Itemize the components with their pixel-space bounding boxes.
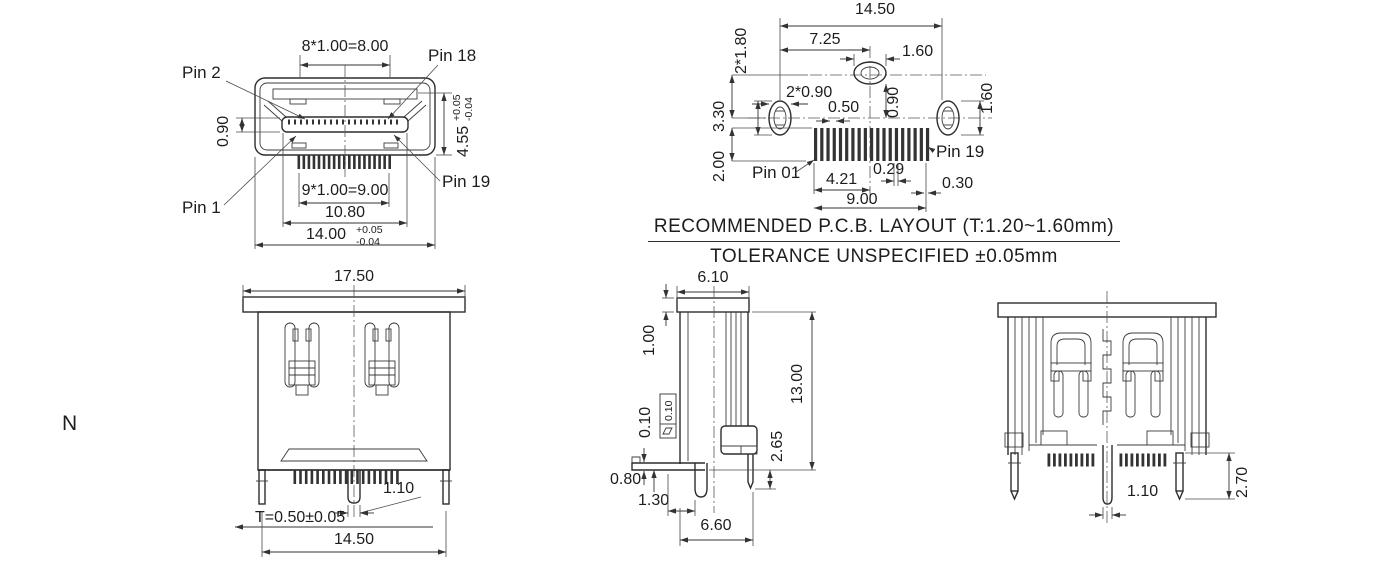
- pcb-pads: [748, 46, 992, 205]
- spring-clip-left: [284, 322, 320, 396]
- dim-pin-w: 1.10: [383, 480, 414, 497]
- leg-right: [1175, 452, 1184, 492]
- dim-end-pad: 0.30: [942, 175, 973, 192]
- leg-left: [1010, 452, 1019, 492]
- rear-body: [242, 285, 466, 517]
- label-pin1: Pin 1: [182, 198, 221, 217]
- dim-height-tol-dn: -0.04: [463, 97, 475, 121]
- foot: [631, 462, 705, 471]
- dim-height: 4.55: [455, 126, 472, 157]
- dim-width: 14.00: [306, 226, 346, 243]
- side-body: [631, 286, 758, 513]
- dim-pin-pitch: 9*1.00=9.00: [302, 182, 389, 199]
- dim-flange-t: 1.00: [641, 325, 658, 356]
- end-body: [997, 291, 1217, 523]
- label-pin19: Pin 19: [442, 172, 490, 191]
- dim-thickness: T=0.50±0.05: [255, 509, 345, 526]
- caption-block: RECOMMENDED P.C.B. LAYOUT (T:1.20~1.60mm…: [598, 216, 1170, 268]
- dim-tongue-offset: 0.90: [215, 116, 232, 147]
- label-pin01: Pin 01: [752, 163, 800, 182]
- dim-lip: 0.80: [610, 471, 641, 488]
- dim-pad-pitch: 0.50: [828, 99, 859, 116]
- dim-flange-w: 17.50: [334, 268, 374, 285]
- dim-left-span: 4.21: [826, 171, 857, 188]
- dim-leg-span: 14.50: [334, 531, 374, 548]
- label-pin2: Pin 2: [182, 63, 221, 82]
- dim-half: 7.25: [809, 31, 840, 48]
- dim-slot-h-right: 1.60: [979, 83, 996, 114]
- dim-slot-w-side: 2*0.90: [786, 84, 832, 101]
- spring-clip-right: [364, 322, 400, 396]
- end-dimensions: 1.10 2.70: [1089, 452, 1251, 519]
- mount-slot-left: [768, 100, 792, 136]
- dim-overall: 14.50: [855, 1, 895, 18]
- dim-height: 13.00: [789, 364, 806, 404]
- flatness-symbol: [662, 427, 673, 435]
- side-dimensions: 6.10 1.00 13.00 0.10 0.10 2.6: [610, 269, 816, 546]
- flatness-frame: 0.10: [659, 393, 677, 439]
- pcb-dimensions: 14.50 7.25 1.60 2*1.80 3.30 2*0.90 0.50: [711, 1, 996, 212]
- label-pin19-pcb: Pin 19: [936, 142, 984, 161]
- leg-left: [258, 469, 266, 505]
- dim-v-offset: 3.30: [711, 101, 728, 132]
- dim-slot-w-top: 1.60: [902, 43, 933, 60]
- dim-pin-span: 10.80: [325, 204, 365, 221]
- connector-shell: [254, 65, 436, 177]
- center-pin: [1102, 445, 1113, 505]
- mount-slot-right: [936, 100, 960, 136]
- pcb-layout-drawing: 14.50 7.25 1.60 2*1.80 3.30 2*0.90 0.50: [711, 1, 996, 212]
- dim-width-tol-dn: -0.04: [356, 236, 380, 248]
- front-view-drawing: 8*1.00=8.00 Pin 2 Pin 18 Pin 1 Pin 19 0.…: [182, 38, 490, 249]
- dim-pin-w: 1.10: [1127, 483, 1158, 500]
- caption-line1: RECOMMENDED P.C.B. LAYOUT (T:1.20~1.60mm…: [647, 216, 1121, 242]
- round-leg: [694, 463, 708, 498]
- center-seam: [1102, 329, 1112, 425]
- dim-step: 2.65: [769, 431, 786, 462]
- label-pin18: Pin 18: [428, 46, 476, 65]
- dim-foot: 1.30: [638, 492, 669, 509]
- dim-depth: 6.10: [697, 269, 728, 286]
- dim-row-span: 9.00: [846, 191, 877, 208]
- center-pin: [347, 470, 361, 504]
- rear-view-drawing: 17.50 1.10 T=0.50±0.05 14.50: [235, 268, 466, 557]
- dim-top-pitch: 8*1.00=8.00: [302, 38, 389, 55]
- flatness-value: 0.10: [663, 400, 675, 421]
- mount-flange: [676, 297, 750, 313]
- caption-line2: TOLERANCE UNSPECIFIED ±0.05mm: [710, 246, 1058, 267]
- front-view-dimensions: 8*1.00=8.00 Pin 2 Pin 18 Pin 1 Pin 19 0.…: [182, 38, 490, 249]
- dim-pad-w: 0.29: [873, 161, 904, 178]
- dim-span: 6.60: [700, 517, 731, 534]
- dim-v-gap: 0.90: [885, 87, 902, 118]
- rear-dimensions: 17.50 1.10 T=0.50±0.05 14.50: [235, 268, 466, 557]
- insulator: [280, 448, 428, 462]
- spring-clip-left: [1050, 332, 1092, 418]
- dim-leg-len: 2.70: [1234, 467, 1251, 498]
- side-view-drawing: 6.10 1.00 13.00 0.10 0.10 2.6: [610, 269, 816, 546]
- lower-housing: [720, 425, 758, 455]
- end-view-drawing: 1.10 2.70: [997, 291, 1251, 523]
- dim-pad-len: 2.00: [711, 151, 728, 182]
- mount-slot-top: [853, 61, 887, 85]
- stray-label-n: N: [62, 412, 78, 435]
- dim-slot-len: 2*1.80: [733, 28, 750, 74]
- leg-right: [442, 469, 450, 505]
- solder-pin: [747, 454, 754, 490]
- dim-width-tol-up: +0.05: [356, 224, 383, 236]
- spring-clip-right: [1122, 332, 1164, 418]
- dim-height-tol-up: +0.05: [451, 94, 463, 121]
- dim-coplanarity: 0.10: [637, 407, 654, 438]
